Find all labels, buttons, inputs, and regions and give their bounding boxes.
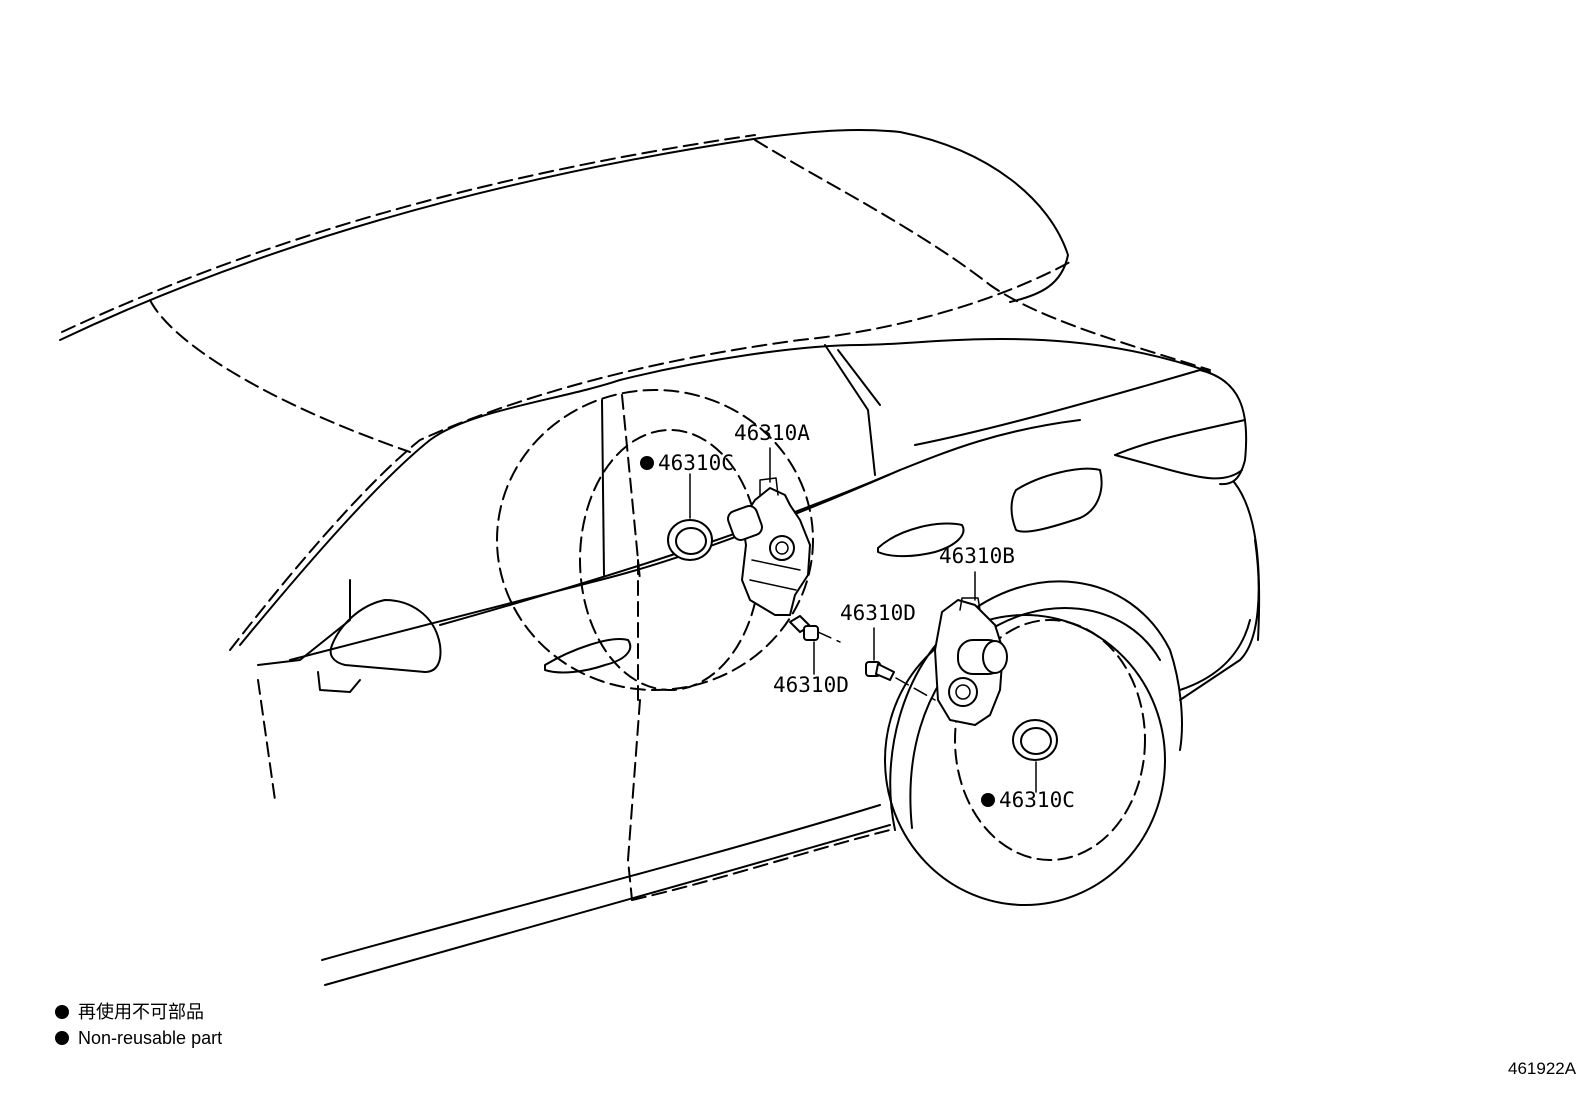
label-46310d-rear: 46310D	[840, 601, 916, 625]
vehicle-outline	[59, 129, 1261, 986]
non-reusable-marker-rear	[981, 793, 995, 807]
bolt-front-46310d	[789, 615, 819, 641]
label-46310a: 46310A	[734, 421, 810, 445]
callout-labels: 46310A 46310C 46310B 46310D 46310D 46310…	[640, 421, 1075, 812]
leader-lines	[689, 447, 1037, 793]
legend: 再使用不可部品 Non-reusable part	[55, 1002, 222, 1048]
non-reusable-marker-front	[640, 456, 654, 470]
actuator-46310a	[727, 477, 811, 616]
label-46310c-rear: 46310C	[999, 788, 1075, 812]
label-46310d-front: 46310D	[773, 673, 849, 697]
legend-marker-jp	[55, 1005, 69, 1019]
drawing-code: 461922A	[1508, 1059, 1577, 1078]
label-46310b: 46310B	[939, 544, 1015, 568]
legend-text-en: Non-reusable part	[78, 1028, 222, 1048]
legend-marker-en	[55, 1031, 69, 1045]
seal-rear-46310c	[1012, 719, 1058, 761]
seal-front-46310c	[667, 519, 713, 561]
label-46310c-front: 46310C	[658, 451, 734, 475]
legend-text-jp: 再使用不可部品	[78, 1002, 204, 1022]
rear-wheel-ghost-circle	[884, 614, 1166, 906]
bolt-rear-46310d	[865, 661, 895, 681]
actuator-46310b	[934, 597, 1008, 726]
